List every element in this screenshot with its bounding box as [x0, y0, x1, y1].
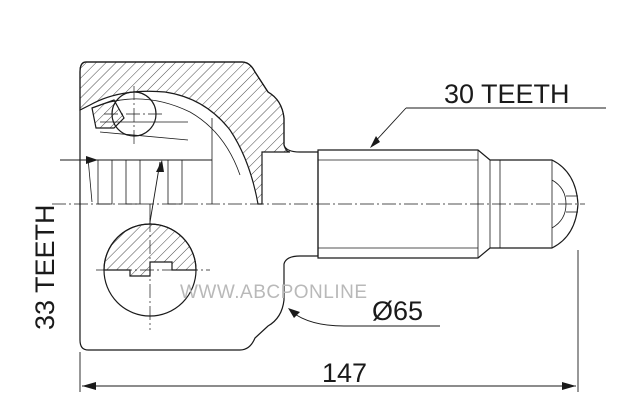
spline-outer-label: 30 TEETH	[444, 79, 570, 109]
ball-upper	[104, 86, 164, 144]
spline-outer-leader	[370, 107, 606, 148]
length-label: 147	[322, 358, 367, 388]
diameter-leader	[288, 308, 440, 327]
housing-wall-section	[79, 61, 291, 205]
diameter-label: Ø65	[372, 296, 423, 326]
spline-inner-label: 33 TEETH	[30, 204, 60, 330]
spline-shaft	[317, 149, 579, 259]
watermark: WWW.ABCPONLINE	[180, 282, 368, 303]
outer-housing	[79, 61, 319, 351]
ball-lower	[96, 204, 210, 330]
spline-inner-leader	[60, 156, 212, 223]
length-dimension	[79, 250, 579, 392]
